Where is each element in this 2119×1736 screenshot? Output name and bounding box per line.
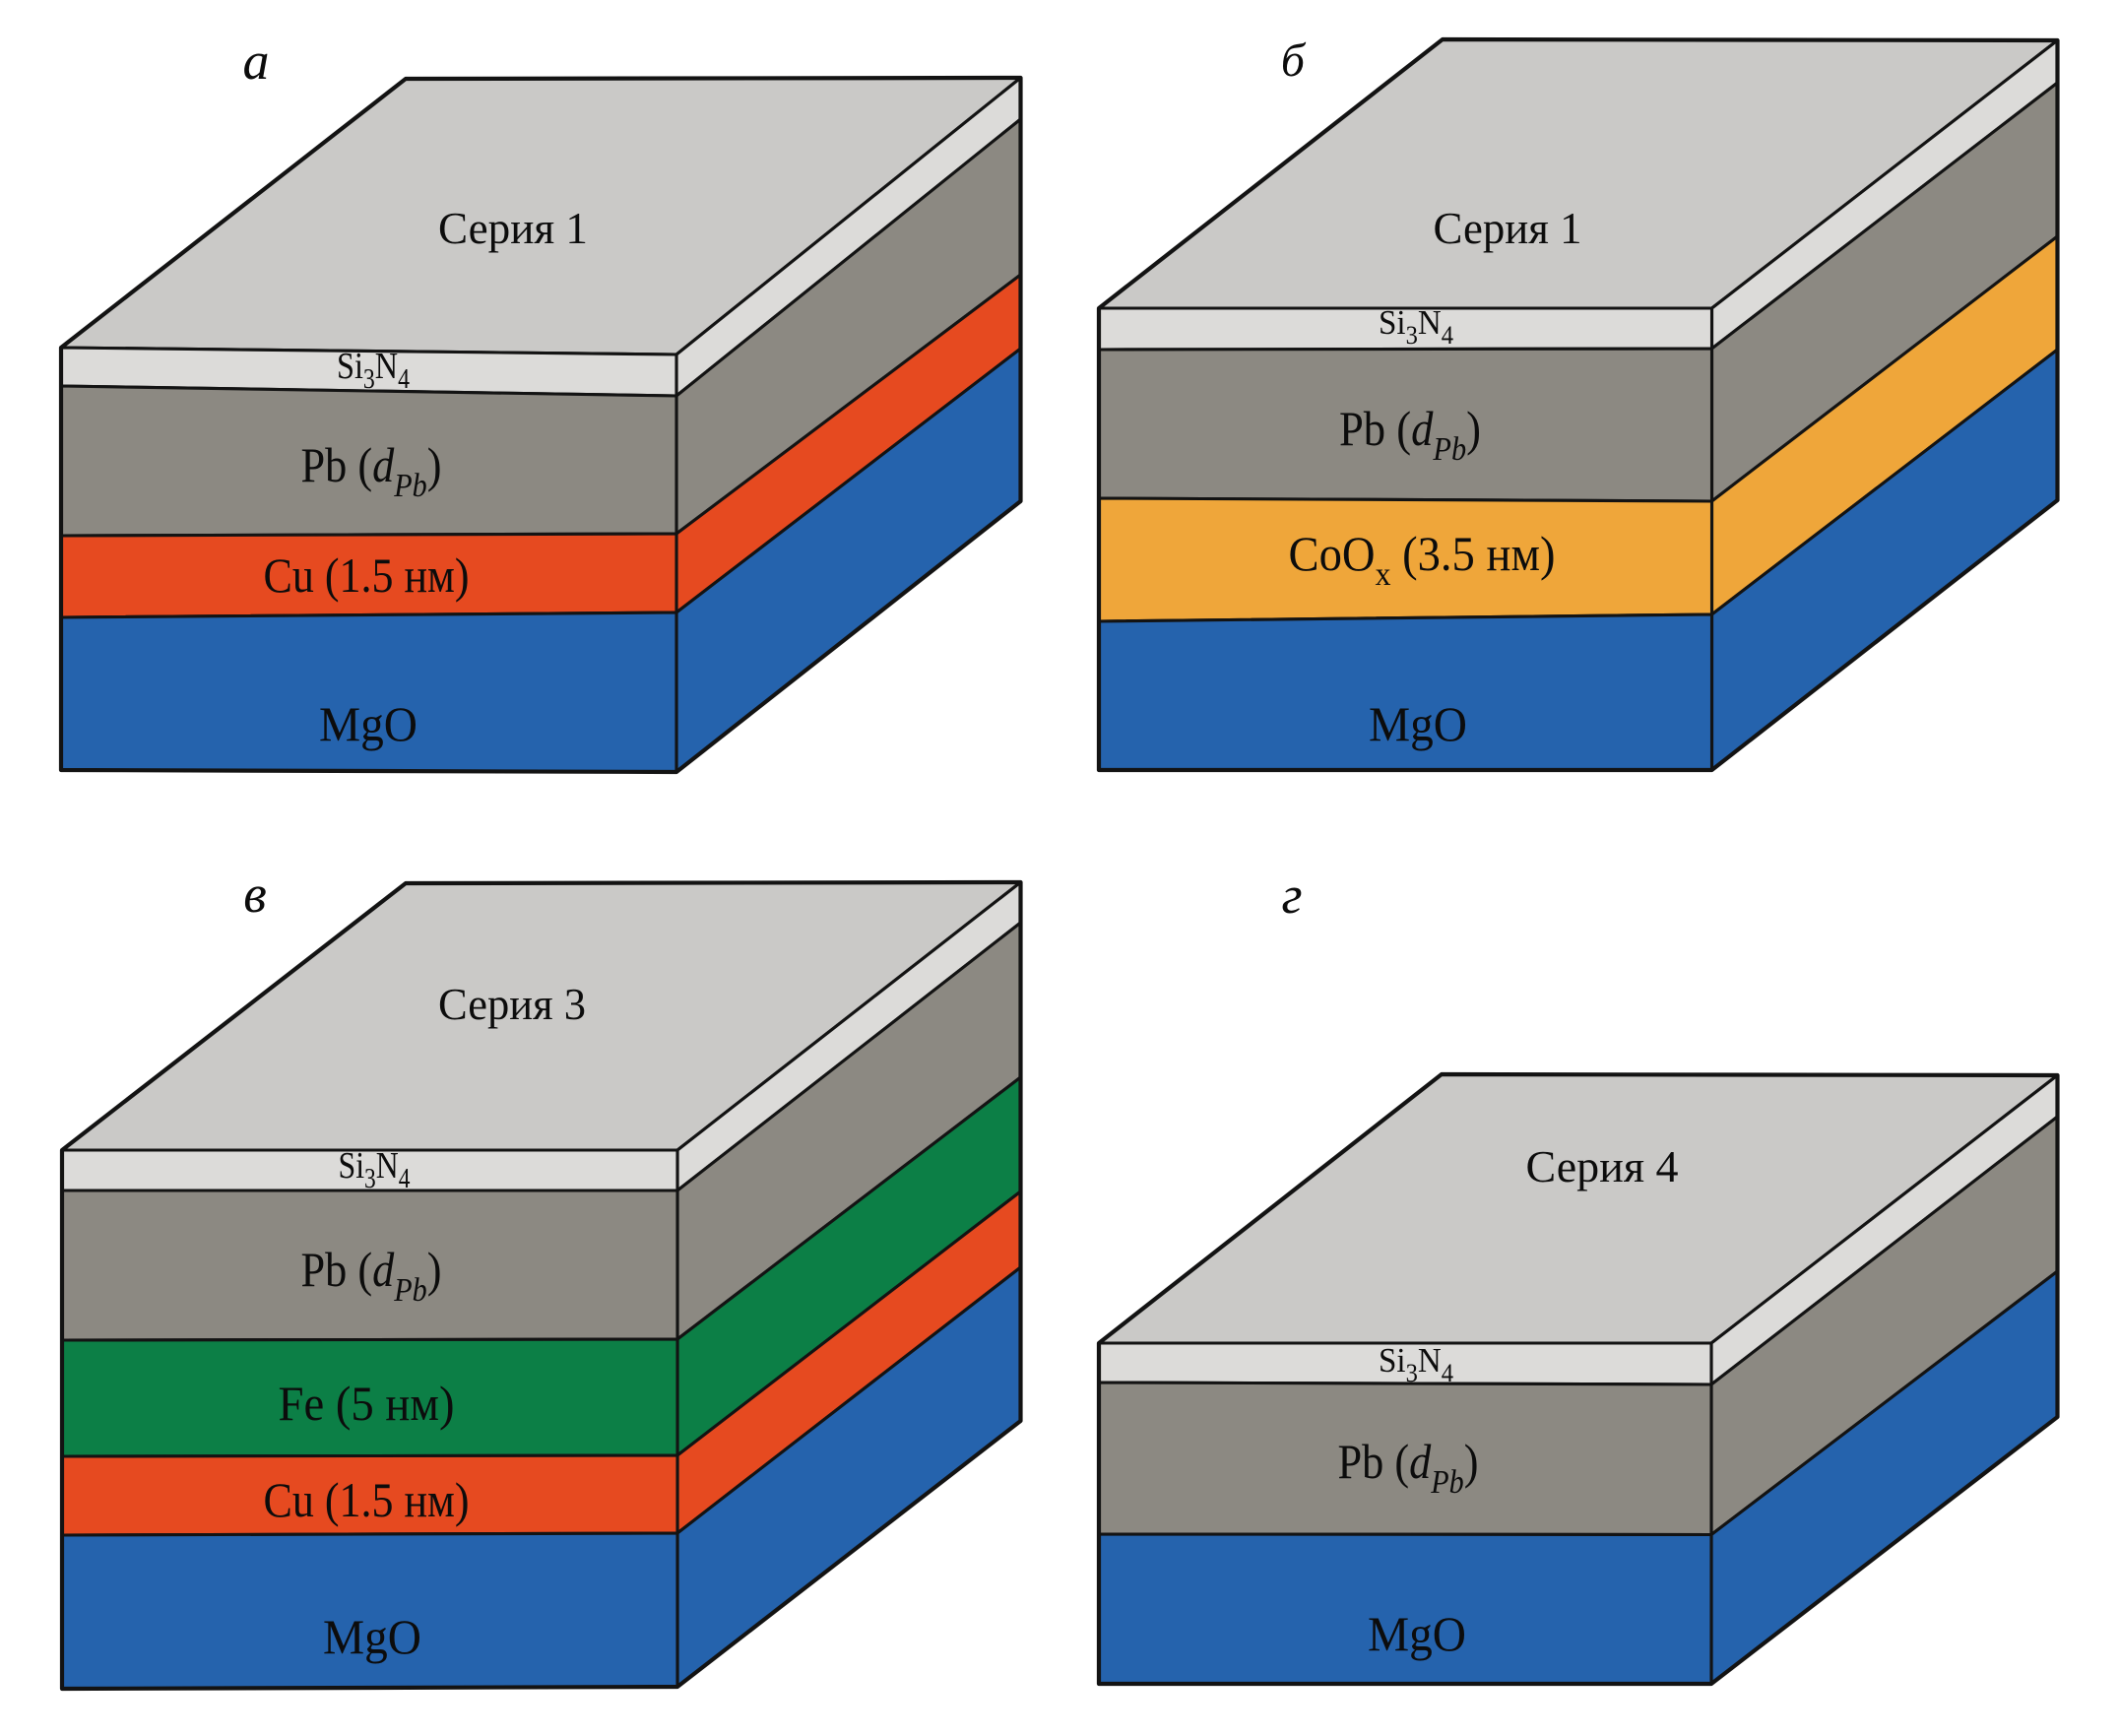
- svg-text:MgO: MgO: [1369, 696, 1467, 751]
- svg-text:Серия 4: Серия 4: [1526, 1141, 1679, 1191]
- svg-text:г: г: [1281, 866, 1302, 925]
- svg-text:MgO: MgO: [319, 696, 417, 751]
- svg-text:Серия 3: Серия 3: [438, 979, 586, 1029]
- svg-text:Cu (1.5 нм): Cu (1.5 нм): [264, 1472, 470, 1527]
- svg-text:MgO: MgO: [1368, 1606, 1466, 1661]
- svg-text:Cu (1.5 нм): Cu (1.5 нм): [264, 547, 470, 603]
- svg-text:Серия 1: Серия 1: [1434, 203, 1582, 253]
- svg-text:MgO: MgO: [323, 1609, 421, 1664]
- svg-text:Fe (5 нм): Fe (5 нм): [279, 1376, 455, 1431]
- svg-text:б: б: [1281, 34, 1307, 87]
- svg-text:в: в: [243, 865, 266, 924]
- svg-text:Серия 1: Серия 1: [438, 203, 588, 253]
- svg-text:Si3​N4: Si3​N4: [339, 1145, 411, 1194]
- svg-text:а: а: [243, 32, 270, 91]
